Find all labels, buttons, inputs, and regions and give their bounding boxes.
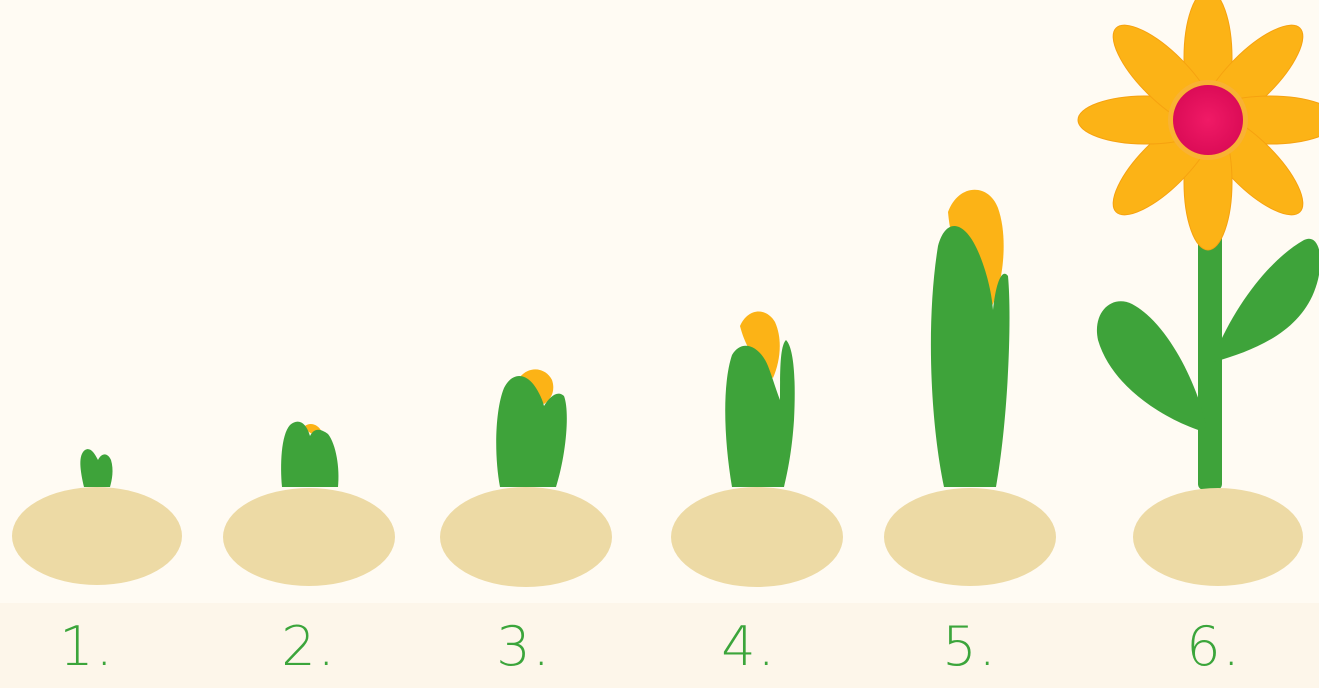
stage-6-plant (1078, 0, 1319, 586)
stage-6-right-leaf (1214, 239, 1319, 362)
stage-1-soil (12, 487, 182, 585)
stage-3-leaves (496, 376, 567, 487)
stage-1-plant (12, 449, 182, 585)
stage-6-soil (1133, 488, 1303, 586)
stage-3-soil (440, 487, 612, 587)
stage-5-soil (884, 488, 1056, 586)
stage-2-plant (223, 422, 395, 586)
stage-6-label: 6. (1169, 612, 1259, 682)
stage-1-sprout (80, 449, 112, 487)
stage-2-label: 2. (264, 612, 354, 682)
stage-4-plant (671, 312, 843, 587)
label-band (0, 603, 1319, 688)
stage-5-label: 5. (925, 612, 1015, 682)
stage-2-soil (223, 488, 395, 586)
stage-4-leaves (725, 340, 794, 487)
stage-6-left-leaf (1097, 301, 1206, 432)
stage-4-label: 4. (704, 612, 794, 682)
stage-1-label: 1. (42, 612, 132, 682)
stage-3-plant (440, 369, 612, 587)
stage-4-soil (671, 487, 843, 587)
stage-6-flower-center (1173, 85, 1243, 155)
stage-5-plant (884, 190, 1056, 586)
stage-3-label: 3. (479, 612, 569, 682)
